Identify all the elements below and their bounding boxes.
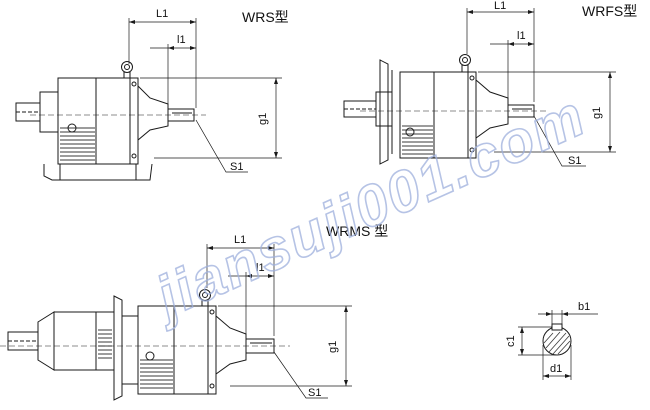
wrfs-title: WRFS型: [582, 3, 637, 19]
wrms-output-cone: [215, 314, 247, 375]
shaft-section-hatch: [543, 331, 571, 355]
wrfs-label-S1: S1: [568, 155, 581, 167]
wrfs-label-l1: l1: [517, 30, 526, 42]
wrfs-housing-ribs: [402, 125, 433, 155]
shaft-label-b1: b1: [578, 301, 590, 313]
wrs-diagram: [15, 18, 282, 181]
wrms-drain-plug: [145, 351, 155, 361]
shaft-section-diagram: [518, 310, 598, 380]
wrfs-label-L1: L1: [494, 0, 506, 12]
wrms-label-l1: l1: [256, 262, 265, 274]
wrms-lifting-eye: [199, 289, 211, 301]
wrms-leader-S1: [273, 351, 328, 399]
wrms-title: WRMS 型: [326, 223, 388, 239]
wrfs-drain-plug: [405, 127, 415, 137]
wrfs-leader-S1: [533, 115, 586, 167]
wrs-adapter-flange: [129, 77, 139, 165]
wrfs-mounting-flange: [379, 59, 389, 165]
wrs-bearing-cap: [39, 91, 59, 133]
wrms-output-shaft: [245, 338, 275, 354]
wrs-drain-plug: [67, 123, 77, 133]
shaft-section-circle: [542, 326, 572, 356]
wrs-output-shaft: [167, 108, 195, 122]
wrms-mounting-flange: [113, 295, 123, 401]
wrms-label-S1: S1: [308, 387, 321, 399]
wrs-label-g1: g1: [257, 113, 269, 125]
wrfs-label-g1: g1: [591, 107, 603, 119]
wrs-output-cone: [137, 84, 169, 142]
wrms-adapter-flange: [207, 305, 217, 395]
wrfs-bearing-cap: [375, 91, 393, 127]
wrs-label-L1: L1: [156, 8, 168, 20]
wrms-coupling-housing: [53, 311, 115, 371]
wrms-diagram: [0, 244, 352, 401]
shaft-label-c1: c1: [505, 335, 517, 347]
wrms-housing-ribs: [140, 359, 173, 389]
wrs-label-S1: S1: [230, 161, 243, 173]
wrms-motor-adapter: [37, 311, 55, 371]
wrms-label-L1: L1: [234, 234, 246, 246]
shaft-keyway: [551, 323, 563, 331]
wrs-label-l1: l1: [177, 34, 186, 46]
shaft-label-d1: d1: [550, 363, 562, 375]
wrs-lifting-eye: [121, 61, 133, 73]
wrs-title: WRS型: [242, 9, 289, 25]
wrfs-lifting-eye: [459, 54, 471, 66]
wrs-housing-ribs: [60, 127, 95, 161]
wrs-leader-S1: [195, 119, 248, 173]
wrs-feet: [43, 163, 153, 181]
wrs-housing: [57, 77, 131, 165]
watermark-text: jiansuji001.com: [140, 83, 595, 333]
wrfs-diagram: [343, 8, 616, 167]
wrfs-output-cone: [475, 78, 509, 139]
wrms-coupling-ribs: [98, 329, 112, 359]
wrms-label-g1: g1: [327, 341, 339, 353]
